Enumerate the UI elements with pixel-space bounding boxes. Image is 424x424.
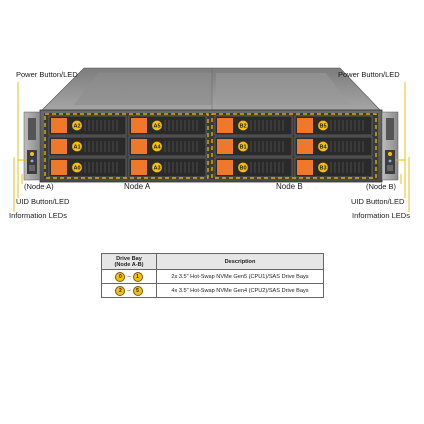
bay-badge-from: 0 bbox=[115, 271, 126, 282]
drive-caddy-body bbox=[214, 136, 293, 157]
drive-caddy-a3[interactable]: A3 bbox=[128, 157, 207, 178]
node-b-side-label: (Node B) bbox=[366, 182, 397, 191]
drive-caddy-b5[interactable]: B5 bbox=[294, 115, 373, 136]
node-a-frame bbox=[44, 113, 209, 179]
drive-caddy-b0[interactable]: B0 bbox=[214, 157, 293, 178]
drive-caddy-latch bbox=[297, 118, 313, 133]
drive-bay-label: A5 bbox=[153, 124, 160, 130]
drive-bay-label: A3 bbox=[153, 166, 160, 172]
drive-caddy-body bbox=[214, 115, 293, 136]
drive-caddy-latch bbox=[51, 139, 67, 154]
legend-row: 0–1 2x 3.5" Hot-Swap NVMe Gen5 (CPU1)/SA… bbox=[101, 269, 324, 284]
drive-caddy-b3[interactable]: B3 bbox=[294, 157, 373, 178]
drive-caddy-a1[interactable]: A1 bbox=[48, 136, 127, 157]
drive-bay-badge bbox=[71, 162, 83, 173]
control-panel-left bbox=[27, 150, 37, 174]
node-b-label: Node B bbox=[276, 182, 303, 191]
drive-bay-label: B2 bbox=[239, 124, 246, 130]
drive-caddy-latch bbox=[131, 160, 147, 175]
range-dash: – bbox=[127, 287, 131, 294]
legend-header-row: Drive Bay (Node A-B) Description bbox=[101, 253, 324, 270]
bay-badge-to: 5 bbox=[132, 285, 143, 296]
drive-caddy-body bbox=[294, 115, 373, 136]
power-button-led-label-right: Power Button/LED bbox=[338, 70, 400, 79]
drive-bay-badge bbox=[151, 120, 163, 131]
drive-caddy-body bbox=[48, 157, 127, 178]
drive-caddy-body bbox=[128, 136, 207, 157]
drive-caddy-latch bbox=[51, 160, 67, 175]
legend-row: 2–5 4x 3.5" Hot-Swap NVMe Gen4 (CPU2)/SA… bbox=[101, 283, 324, 298]
legend-header-bays-title: Drive Bay bbox=[116, 255, 142, 262]
drive-caddy-a0[interactable]: A0 bbox=[48, 157, 127, 178]
drive-caddy-b1[interactable]: B1 bbox=[214, 136, 293, 157]
drive-caddy-body bbox=[294, 136, 373, 157]
legend-bay-range: 0–1 bbox=[101, 269, 157, 284]
drive-bay-badge bbox=[71, 141, 83, 152]
drive-bay-badge bbox=[151, 141, 163, 152]
drive-caddy-body bbox=[294, 157, 373, 178]
callout-lines bbox=[13, 82, 410, 212]
drive-caddy-latch bbox=[217, 139, 233, 154]
drive-caddy-a4[interactable]: A4 bbox=[128, 136, 207, 157]
rack-ear-left-vent bbox=[28, 118, 36, 140]
drive-caddy-b4[interactable]: B4 bbox=[294, 136, 373, 157]
drive-bay-label: B1 bbox=[239, 145, 246, 151]
bay-badge-from: 2 bbox=[115, 285, 126, 296]
legend-header-description: Description bbox=[156, 253, 324, 270]
drive-bay-label: A0 bbox=[73, 166, 80, 172]
drive-bay-badge bbox=[317, 120, 329, 131]
node-a-side-label: (Node A) bbox=[24, 182, 54, 191]
legend-description: 2x 3.5" Hot-Swap NVMe Gen5 (CPU1)/SAS Dr… bbox=[156, 269, 324, 284]
node-a-label: Node A bbox=[124, 182, 151, 191]
drive-caddy-latch bbox=[51, 118, 67, 133]
drive-bay-badge bbox=[317, 162, 329, 173]
drive-bay-badge bbox=[237, 120, 249, 131]
drive-caddy-body bbox=[128, 157, 207, 178]
drive-bay-label: A4 bbox=[153, 145, 161, 151]
chassis-top-panel bbox=[216, 73, 350, 105]
drive-bay-label: B3 bbox=[319, 166, 326, 172]
drive-bay-label: B4 bbox=[319, 145, 327, 151]
drive-bay-badge bbox=[317, 141, 329, 152]
rack-ear-right-vent bbox=[386, 118, 394, 140]
drive-bay-label: A2 bbox=[73, 124, 80, 130]
uid-button-led-label-right: UID Button/LED bbox=[351, 197, 405, 206]
drive-caddy-latch bbox=[217, 118, 233, 133]
drive-caddy-latch bbox=[217, 160, 233, 175]
drive-bay-legend-table: Drive Bay (Node A-B) Description 0–1 2x … bbox=[101, 253, 324, 298]
legend-bay-range: 2–5 bbox=[101, 283, 157, 298]
drive-caddy-a5[interactable]: A5 bbox=[128, 115, 207, 136]
control-panel-right bbox=[385, 150, 395, 174]
range-dash: – bbox=[127, 273, 131, 280]
drive-caddy-body bbox=[128, 115, 207, 136]
uid-button-led-label-left: UID Button/LED bbox=[16, 197, 70, 206]
drive-caddy-b2[interactable]: B2 bbox=[214, 115, 293, 136]
drive-bay-badge bbox=[237, 162, 249, 173]
drive-bay-label: B0 bbox=[239, 166, 246, 172]
drive-caddy-body bbox=[214, 157, 293, 178]
drive-bay-badge bbox=[71, 120, 83, 131]
drive-caddy-body bbox=[48, 115, 127, 136]
information-leds-label-right: Information LEDs bbox=[352, 211, 410, 220]
bay-badge-to: 1 bbox=[132, 271, 143, 282]
drive-bay-label: A1 bbox=[73, 145, 80, 151]
legend-header-bays: Drive Bay (Node A-B) bbox=[101, 253, 157, 270]
information-leds-label-left: Information LEDs bbox=[9, 211, 67, 220]
drive-caddy-body bbox=[48, 136, 127, 157]
drive-bay-badge bbox=[237, 141, 249, 152]
drive-caddy-latch bbox=[297, 139, 313, 154]
drive-caddy-latch bbox=[131, 118, 147, 133]
drive-bay-label: B5 bbox=[319, 124, 326, 130]
chassis-top-panel bbox=[74, 73, 212, 105]
legend-header-bays-sub: (Node A-B) bbox=[114, 261, 144, 268]
drive-caddy-a2[interactable]: A2 bbox=[48, 115, 127, 136]
power-button-led-label-left: Power Button/LED bbox=[16, 70, 78, 79]
drive-caddy-latch bbox=[131, 139, 147, 154]
drive-caddy-latch bbox=[297, 160, 313, 175]
drive-bay-badge bbox=[151, 162, 163, 173]
node-b-frame bbox=[211, 113, 377, 179]
legend-description: 4x 3.5" Hot-Swap NVMe Gen4 (CPU2)/SAS Dr… bbox=[156, 283, 324, 298]
